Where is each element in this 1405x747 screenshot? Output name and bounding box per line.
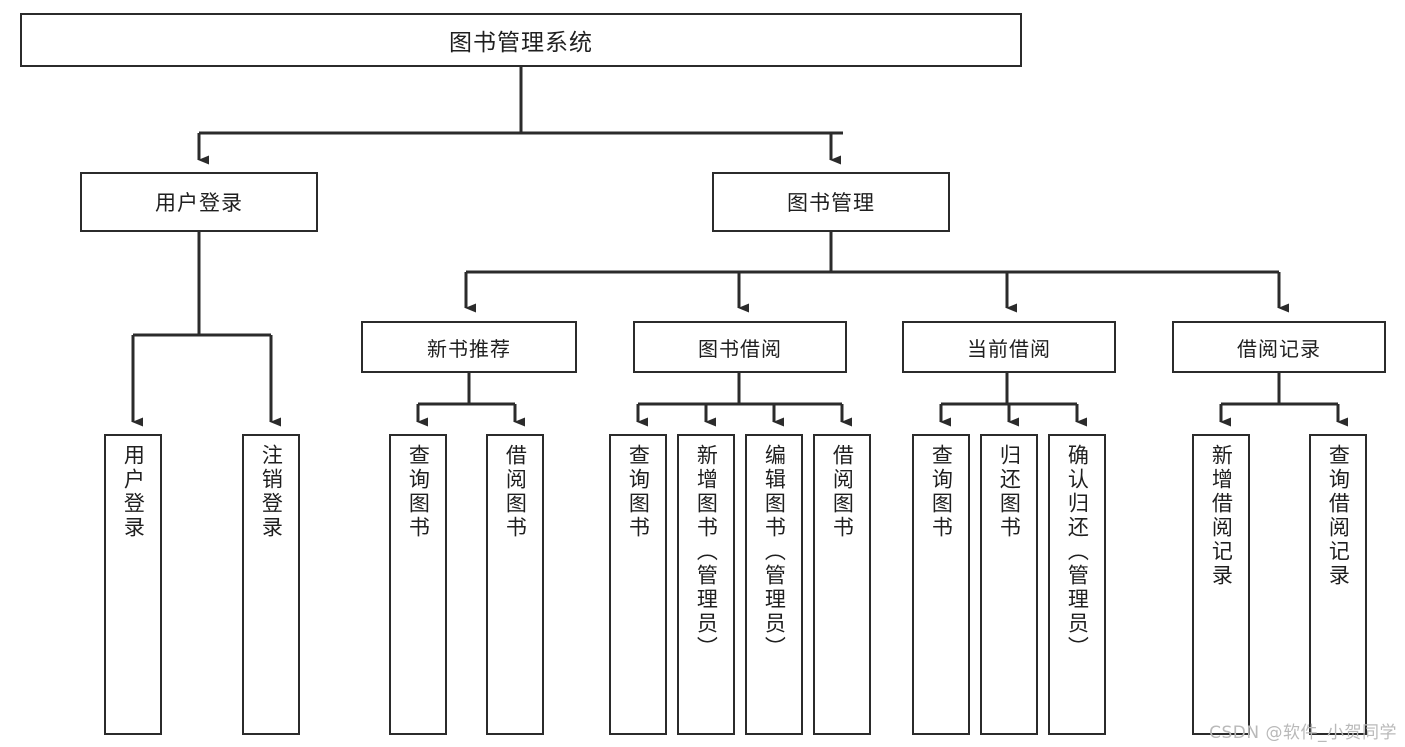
leaf-user-login-signout-label: 注销登录: [259, 444, 284, 540]
leaf-records-add[interactable]: 新增借阅记录: [1192, 434, 1250, 735]
leaf-records-query-label: 查询借阅记录: [1326, 444, 1351, 588]
leaf-current-confirm-return-label: 确认归还（管理员）: [1065, 444, 1090, 660]
node-root-system-label: 图书管理系统: [449, 30, 593, 56]
leaf-borrow-query[interactable]: 查询图书: [609, 434, 667, 735]
leaf-newbook-query[interactable]: 查询图书: [389, 434, 447, 735]
node-user-login-label: 用户登录: [155, 191, 243, 215]
leaf-current-return[interactable]: 归还图书: [980, 434, 1038, 735]
node-borrow-records[interactable]: 借阅记录: [1172, 321, 1386, 373]
leaf-newbook-borrow[interactable]: 借阅图书: [486, 434, 544, 735]
leaf-records-add-label: 新增借阅记录: [1209, 444, 1234, 588]
leaf-borrow-add-book-label: 新增图书（管理员）: [694, 444, 719, 660]
node-new-book-recommend[interactable]: 新书推荐: [361, 321, 577, 373]
leaf-borrow-add-book[interactable]: 新增图书（管理员）: [677, 434, 735, 735]
node-book-borrow[interactable]: 图书借阅: [633, 321, 847, 373]
leaf-current-confirm-return[interactable]: 确认归还（管理员）: [1048, 434, 1106, 735]
leaf-borrow-query-label: 查询图书: [626, 444, 651, 540]
node-user-login[interactable]: 用户登录: [80, 172, 318, 232]
leaf-records-query[interactable]: 查询借阅记录: [1309, 434, 1367, 735]
leaf-current-query-label: 查询图书: [929, 444, 954, 540]
node-book-management[interactable]: 图书管理: [712, 172, 950, 232]
leaf-user-login-signin[interactable]: 用户登录: [104, 434, 162, 735]
node-new-book-recommend-label: 新书推荐: [427, 336, 511, 361]
leaf-borrow-edit-book-label: 编辑图书（管理员）: [762, 444, 787, 660]
watermark-text: CSDN @软件_小贺同学: [1209, 723, 1397, 743]
node-root-system[interactable]: 图书管理系统: [20, 13, 1022, 67]
node-current-borrow[interactable]: 当前借阅: [902, 321, 1116, 373]
leaf-borrow-borrow-book[interactable]: 借阅图书: [813, 434, 871, 735]
node-book-borrow-label: 图书借阅: [698, 336, 782, 361]
node-current-borrow-label: 当前借阅: [967, 336, 1051, 361]
leaf-borrow-borrow-book-label: 借阅图书: [830, 444, 855, 540]
leaf-newbook-borrow-label: 借阅图书: [503, 444, 528, 540]
leaf-user-login-signout[interactable]: 注销登录: [242, 434, 300, 735]
leaf-borrow-edit-book[interactable]: 编辑图书（管理员）: [745, 434, 803, 735]
leaf-current-return-label: 归还图书: [997, 444, 1022, 540]
node-borrow-records-label: 借阅记录: [1237, 336, 1321, 361]
leaf-newbook-query-label: 查询图书: [406, 444, 431, 540]
leaf-current-query[interactable]: 查询图书: [912, 434, 970, 735]
leaf-user-login-signin-label: 用户登录: [121, 444, 146, 540]
node-book-management-label: 图书管理: [787, 191, 875, 215]
